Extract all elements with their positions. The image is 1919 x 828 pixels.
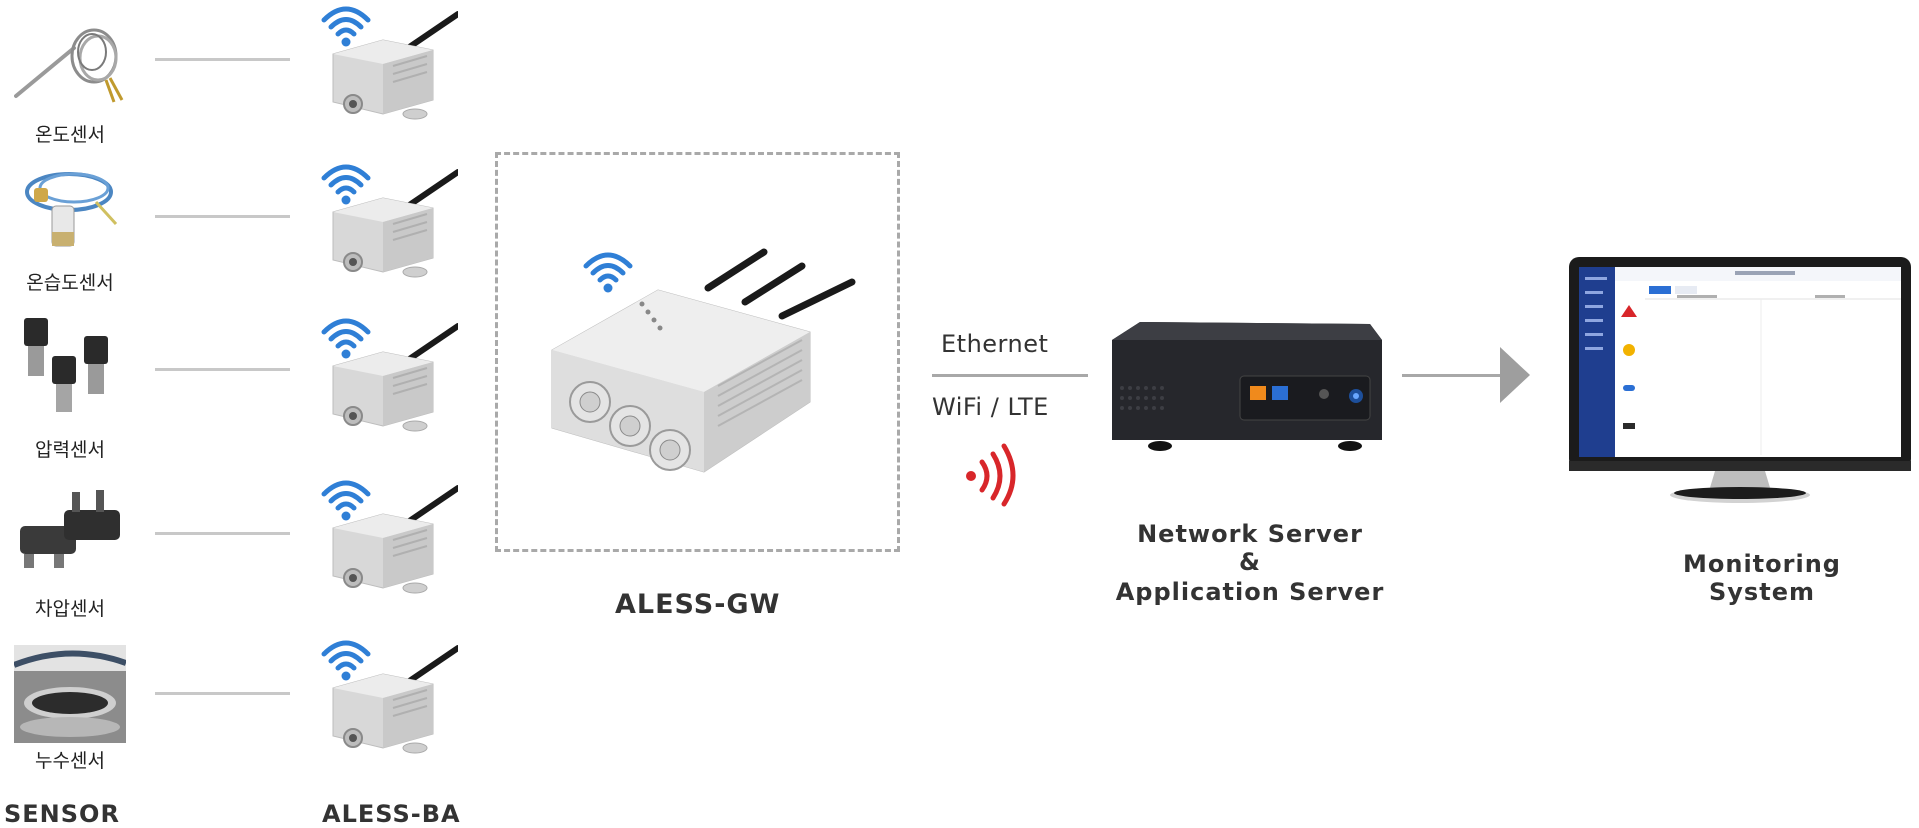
- differential-pressure-sensor-image: [14, 486, 126, 584]
- wifi-lte-label: WiFi / LTE: [932, 393, 1049, 421]
- connector-line-3: [155, 368, 290, 371]
- pressure-sensor-image: [14, 316, 126, 414]
- connector-line-1: [155, 58, 290, 61]
- caption-server-line2: &: [1239, 548, 1261, 576]
- temperature-sensor-image: [14, 8, 126, 106]
- sensor-label-differential-pressure: 차압센서: [35, 598, 105, 620]
- wifi-icon: [324, 9, 368, 47]
- caption-sensor: SENSOR: [4, 800, 120, 828]
- sensor-label-leak: 누수센서: [35, 750, 105, 772]
- wifi-icon: [324, 321, 368, 359]
- ethernet-label: Ethernet: [941, 330, 1049, 358]
- wifi-icon: [324, 483, 368, 521]
- link-line: [932, 374, 1088, 377]
- temperature-humidity-sensor-image: [14, 162, 126, 260]
- caption-aless-gw: ALESS-GW: [615, 589, 781, 620]
- aless-gw-device: [540, 240, 870, 485]
- wifi-icon: [586, 255, 630, 293]
- caption-aless-ba: ALESS-BA: [322, 800, 461, 828]
- sensor-label-temperature-humidity: 온습도센서: [26, 272, 114, 294]
- caption-monitoring-system: Monitoring System: [1683, 550, 1841, 606]
- leak-sensor-image: [12, 645, 128, 743]
- gateway-dashed-frame: [495, 152, 900, 552]
- aless-ba-node-4: [318, 476, 458, 596]
- server-device: [1100, 318, 1390, 468]
- connector-line-5: [155, 692, 290, 695]
- wifi-icon: [324, 167, 368, 205]
- arrow-right-icon: [1500, 347, 1530, 403]
- caption-server-line3: Application Server: [1115, 578, 1385, 606]
- arrow-shaft: [1402, 374, 1508, 377]
- sensor-label-pressure: 압력센서: [35, 439, 105, 461]
- aless-ba-node-2: [318, 160, 458, 280]
- wifi-icon: [324, 643, 368, 681]
- connector-line-2: [155, 215, 290, 218]
- aless-ba-node-3: [318, 314, 458, 434]
- aless-ba-node-5: [318, 636, 458, 756]
- caption-server-line1: Network Server: [1137, 520, 1363, 548]
- monitor-device: [1565, 255, 1915, 515]
- connector-line-4: [155, 532, 290, 535]
- signal-waves-icon: [962, 442, 1018, 508]
- aless-ba-node-1: [318, 2, 458, 122]
- sensor-label-temperature: 온도센서: [35, 124, 105, 146]
